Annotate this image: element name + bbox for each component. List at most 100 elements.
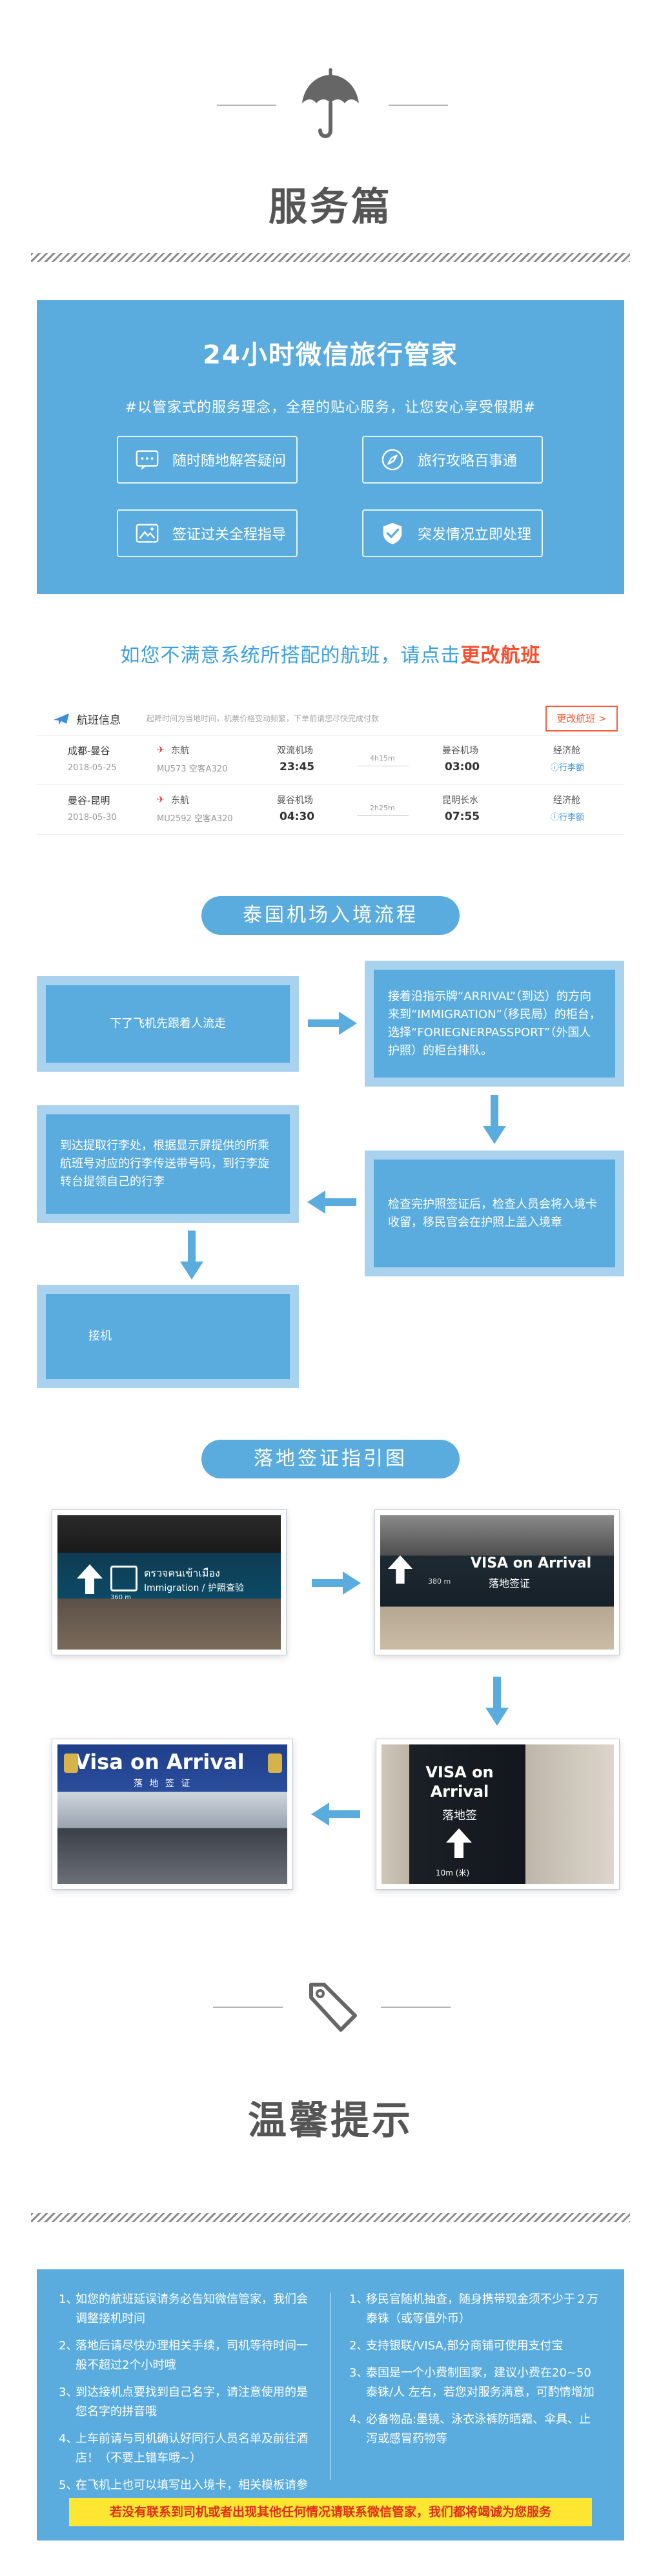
chat-icon [136, 450, 159, 471]
baggage-icon: ⓘ [551, 763, 560, 773]
baggage-link[interactable]: ⓘ行李额 [551, 810, 584, 823]
feature-answer-questions: 随时随地解答疑问 [117, 436, 298, 484]
flight-route: 曼谷-昆明 [68, 795, 110, 806]
compass-icon [381, 449, 403, 471]
change-flight-button[interactable]: 更改航班 > [545, 706, 618, 731]
tips-right-list: 1、移民官随机抽查，随身携带现金须不少于２万泰铢（或等值外币） 2、支持银联/V… [349, 2290, 601, 2457]
flight-airline: 东航 [171, 746, 189, 756]
flight-route: 成都-曼谷 [68, 745, 110, 757]
service-divider [31, 253, 630, 262]
tip-item: 3、泰国是一个小费制国家，建议小费在20~50泰铢/人 左右，若您对服务满意，可… [349, 2366, 595, 2399]
flight-number: MU573 空客A320 [157, 764, 228, 774]
photo-visa-counter: Visa on Arrival 落 地 签 证 [52, 1739, 293, 1890]
arr-airport: 曼谷机场 [442, 746, 478, 756]
tips-column-divider [330, 2293, 331, 2480]
header-line-left [217, 105, 276, 106]
feature-label: 签证过关全程指导 [172, 527, 287, 543]
tips-line-left [213, 2007, 283, 2008]
service-title: 服务篇 [269, 185, 392, 230]
butler-title: 24小时微信旅行管家 [203, 340, 458, 370]
flow-step-text: 到达提取行李处，根据显示屏提供的所乘航班号对应的行李传送带号码，到行李旋转台提领… [60, 1139, 269, 1189]
change-flight-prefix: 如您不满意系统所搭配的航班，请点击 [120, 644, 461, 667]
airline-logo-icon: ✈ [157, 795, 165, 805]
dep-time: 23:45 [280, 761, 315, 773]
visa-guide-title: 落地签证指引图 [201, 1440, 460, 1478]
flight-row[interactable]: 曼谷-昆明 2018-05-30 ✈ 东航 MU2592 空客A320 曼谷机场… [37, 786, 624, 835]
flow-step-4: 到达提取行李处，根据显示屏提供的所乘航班号对应的行李传送带号码，到行李旋转台提领… [37, 1105, 299, 1223]
contact-notice: 若没有联系到司机或者出现其他任何情况请联系微信管家，我们都将竭诚为您服务 [69, 2498, 592, 2526]
arrow-left-icon [307, 1191, 356, 1214]
flow-step-5: 接机 [37, 1285, 299, 1388]
sign-en-text: VISA on Arrival [471, 1555, 592, 1571]
baggage-label: 行李额 [559, 813, 585, 823]
arrow-up-icon [77, 1564, 103, 1594]
photo-immigration-sign: ตรวจคนเข้าเมือง Immigration / 护照查验 360 m [52, 1509, 287, 1655]
change-flight-text: 如您不满意系统所搭配的航班，请点击更改航班 [0, 639, 661, 668]
arr-airport: 昆明长水 [442, 795, 478, 806]
flight-date: 2018-05-30 [68, 813, 117, 823]
flow-step-text: 接机 [88, 1329, 112, 1343]
flight-info-hint: 起降时间为当地时间，机票价格变动频繁，下单前请您尽快完成付款 [147, 714, 380, 723]
sign-cn-text: 落地签证 [489, 1577, 531, 1590]
passport-icon [136, 524, 159, 543]
passport-sign-icon [110, 1566, 137, 1591]
flight-duration: 4h15m [370, 754, 395, 762]
tip-item: 2、支持银联/VISA,部分商铺可使用支付宝 [349, 2339, 564, 2353]
feature-label: 随时随地解答疑问 [172, 453, 287, 469]
baggage-icon: ⓘ [551, 813, 560, 823]
feature-visa-guidance: 签证过关全程指导 [117, 509, 298, 557]
tip-item: 1、移民官随机抽查，随身携带现金须不少于２万泰铢（或等值外币） [349, 2293, 598, 2326]
arrow-down-icon [180, 1231, 203, 1280]
flight-duration: 2h25m [370, 804, 395, 812]
feature-emergency: 突发情况立即处理 [362, 509, 543, 557]
cabin-class: 经济舱 [553, 795, 580, 806]
butler-subtitle: #以管家式的服务理念，全程的贴心服务，让您安心享受假期# [125, 400, 536, 416]
entry-flow-title: 泰国机场入境流程 [201, 896, 460, 935]
flow-step-1: 下了飞机先跟着人流走 [37, 976, 299, 1072]
sign-distance-text: 360 m [110, 1594, 132, 1601]
flow-step-text: 检查完护照签证后，检查人员会将入境卡收留，移民官会在护照上盖入境章 [388, 1197, 597, 1229]
umbrella-icon [302, 68, 359, 138]
airplane-icon [54, 713, 69, 725]
tips-line-right [381, 2007, 451, 2008]
dep-airport: 双流机场 [277, 746, 313, 756]
flight-row[interactable]: 成都-曼谷 2018-05-25 ✈ 东航 MU573 空客A320 双流机场 … [37, 736, 624, 785]
sign-en-text: Immigration / 护照查验 [144, 1583, 244, 1593]
change-flight-link[interactable]: 更改航班 [460, 644, 541, 667]
baggage-label: 行李额 [559, 763, 585, 773]
arrow-down-icon [483, 1095, 506, 1144]
duration-line [357, 815, 409, 816]
butler-panel: 24小时微信旅行管家 #以管家式的服务理念，全程的贴心服务，让您安心享受假期# … [37, 300, 624, 594]
feature-label: 突发情况立即处理 [418, 527, 532, 543]
flight-card-header: 航班信息 起降时间为当地时间，机票价格变动频繁，下单前请您尽快完成付款 更改航班… [37, 700, 624, 736]
baggage-link[interactable]: ⓘ行李额 [551, 761, 584, 773]
feature-travel-guide: 旅行攻略百事通 [362, 436, 543, 484]
tip-item: 1、如您的航班延误请务必告知微信管家，我们会调整接机时间 [59, 2293, 308, 2326]
sign-cn-text: 落 地 签 证 [134, 1779, 192, 1789]
arrow-right-icon [312, 1571, 361, 1595]
feature-label: 旅行攻略百事通 [418, 453, 518, 469]
dep-airport: 曼谷机场 [277, 795, 313, 806]
tips-panel: 1、如您的航班延误请务必告知微信管家，我们会调整接机时间 2、落地后请尽快办理相… [37, 2269, 624, 2540]
dep-time: 04:30 [280, 810, 315, 823]
sign-en-text: VISA on Arrival [425, 1763, 494, 1801]
airline-logo-icon: ✈ [157, 745, 165, 755]
tips-left-list: 1、如您的航班延误请务必告知微信管家，我们会调整接机时间 2、落地后请尽快办理相… [59, 2290, 317, 2522]
photo-visa-arrival-sign: VISA on Arrival 落地签证 380 m [374, 1509, 620, 1655]
photo-visa-floor-sign: VISA on Arrival 落地签 10m (米) [376, 1739, 620, 1890]
tip-item: 4、必备物品:墨镜、泳衣泳裤防晒霜、伞具、止泻或感冒药物等 [349, 2413, 591, 2446]
flight-airline: 东航 [171, 795, 189, 806]
sign-en-text: Visa on Arrival [74, 1750, 245, 1774]
sign-distance-text: 380 m [428, 1577, 451, 1586]
shield-check-icon [383, 522, 402, 545]
flight-number: MU2592 空客A320 [157, 814, 233, 824]
arrow-up-icon [446, 1828, 472, 1858]
arrow-right-icon [308, 1012, 357, 1035]
arr-time: 07:55 [445, 810, 480, 823]
flow-step-3: 检查完护照签证后，检查人员会将入境卡收留，移民官会在护照上盖入境章 [365, 1150, 624, 1276]
tip-item: 4、上车前请与司机确认好同行人员名单及前往酒店！（不要上错车哦~） [59, 2432, 308, 2465]
arrow-left-icon [311, 1803, 360, 1826]
sign-distance-text: 10m (米) [436, 1868, 470, 1877]
tip-item: 2、落地后请尽快办理相关手续，司机等待时间一般不超过2个小时哦 [59, 2339, 308, 2372]
flight-date: 2018-05-25 [68, 763, 117, 773]
